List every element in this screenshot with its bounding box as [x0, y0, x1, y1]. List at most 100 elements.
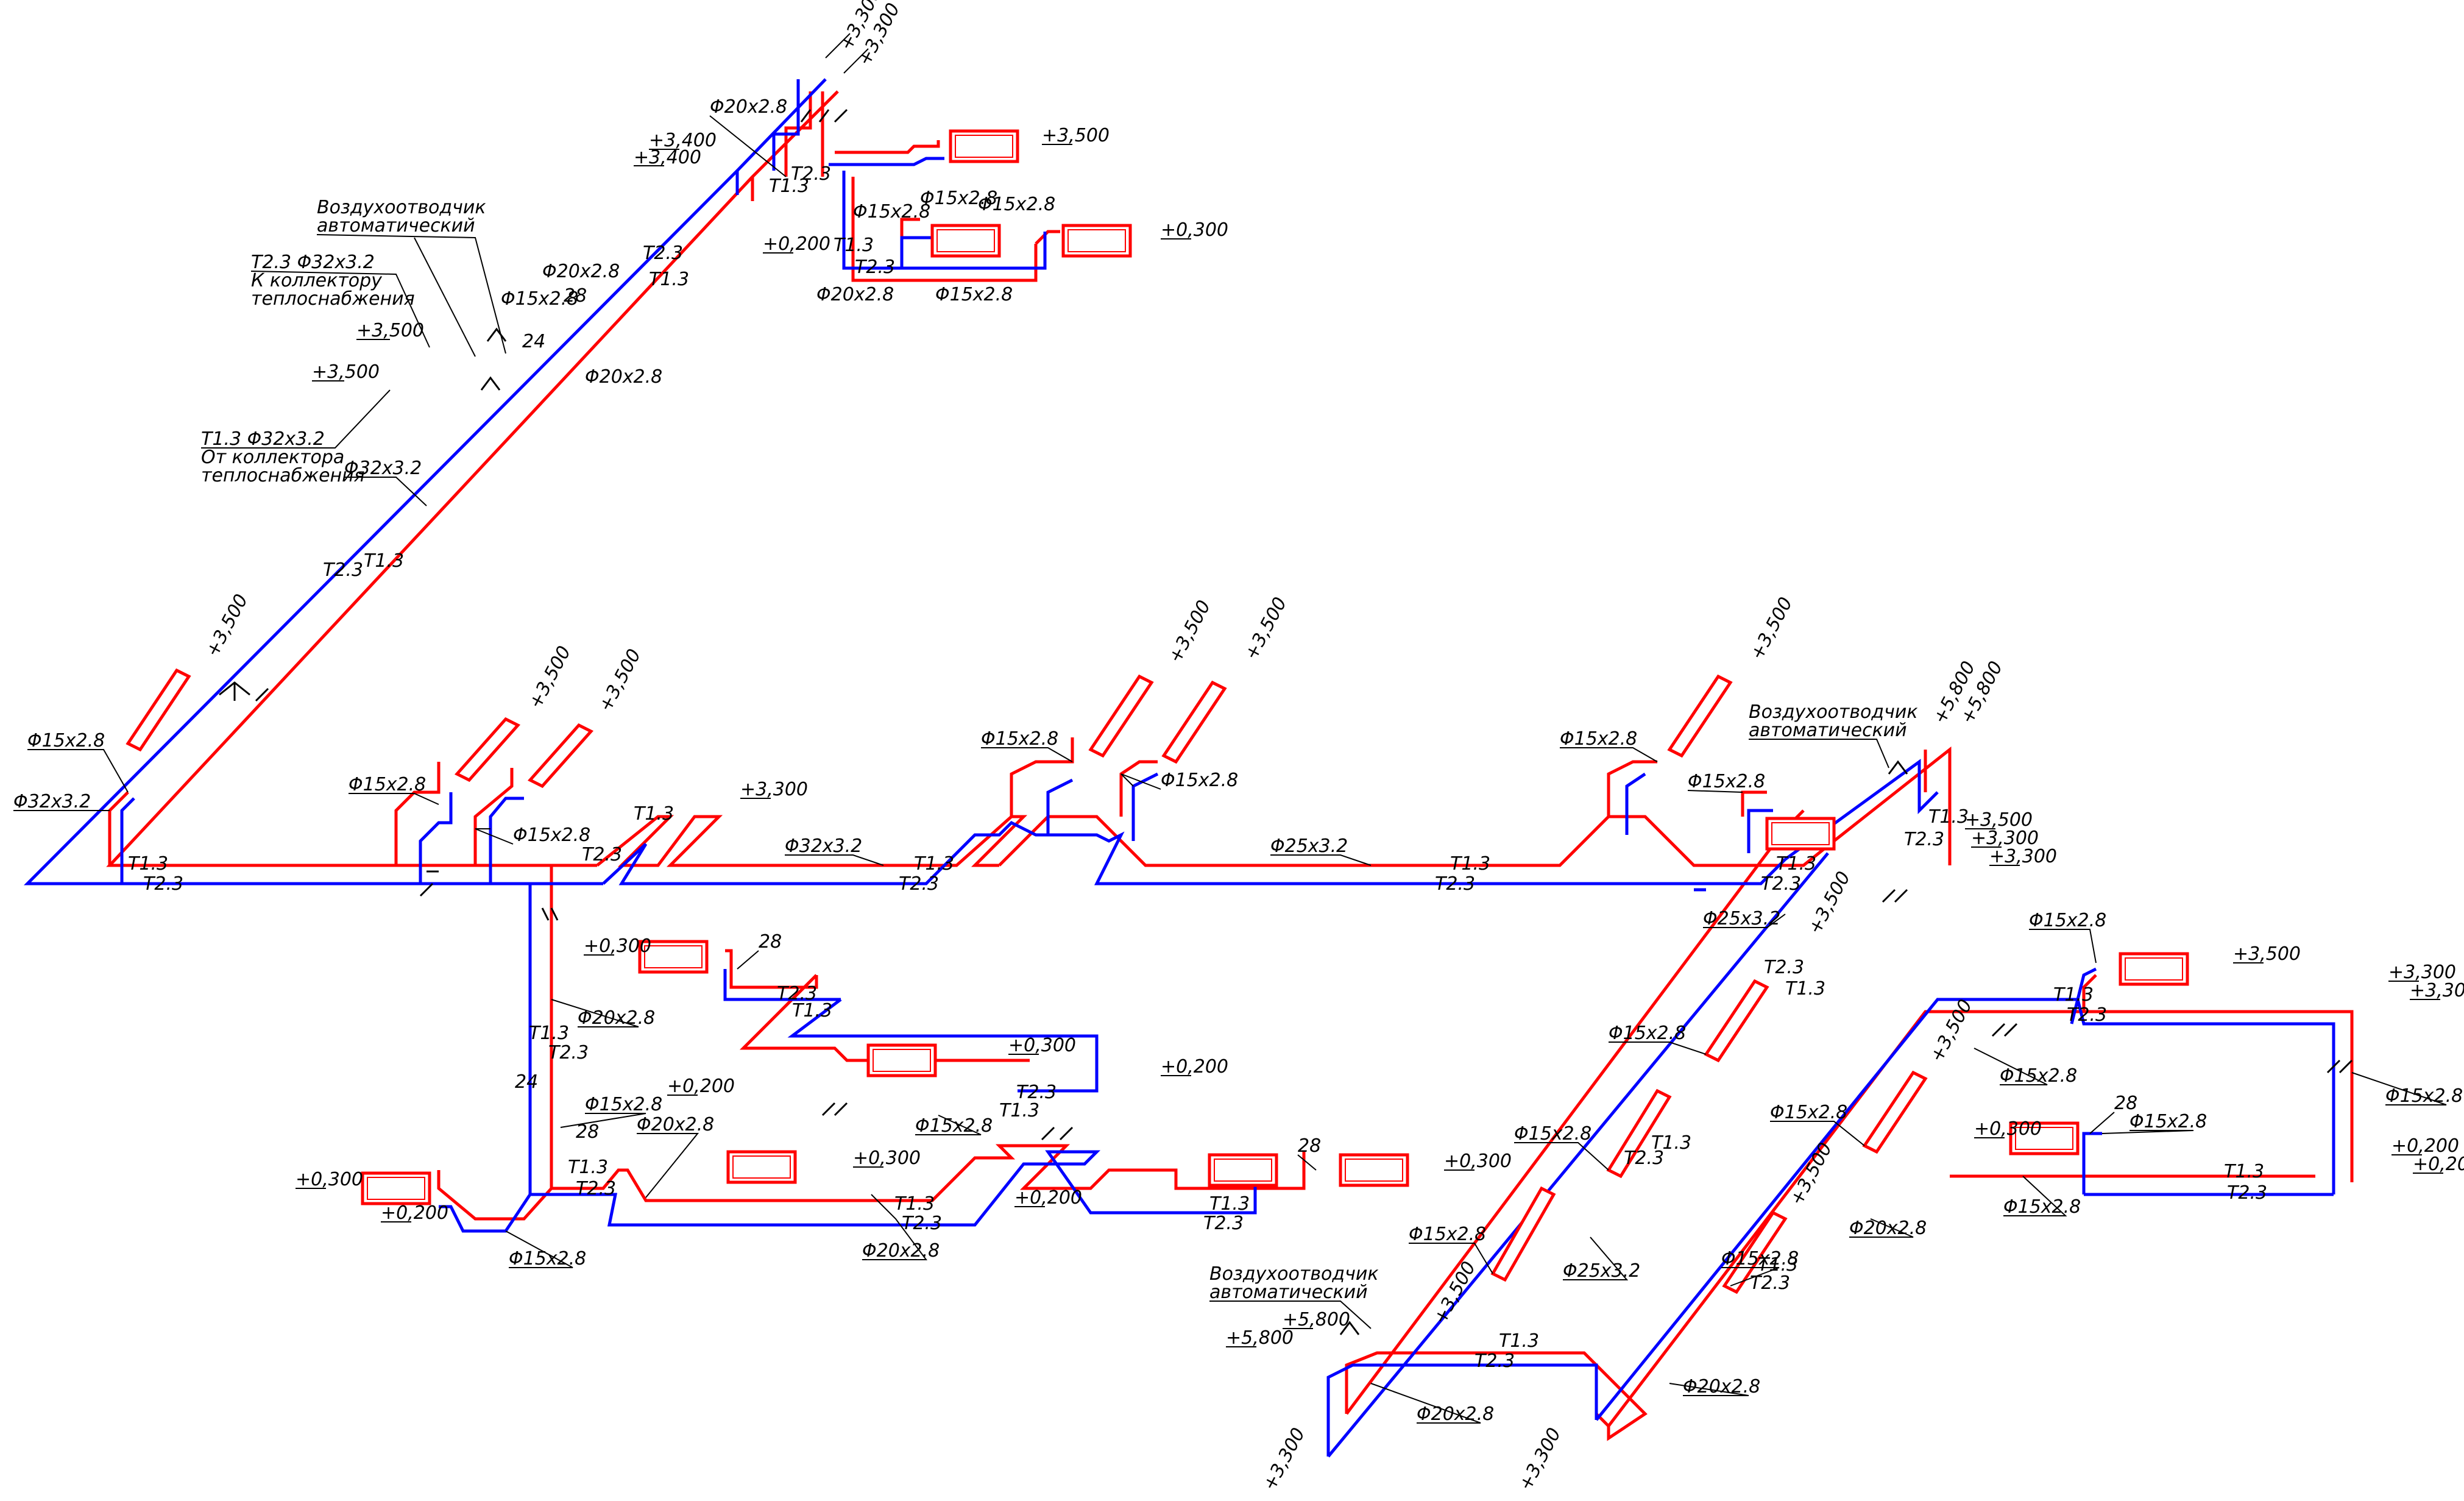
radiator-18 — [1606, 1088, 1672, 1179]
label-l32: Т1.3 Φ32x3.2 — [201, 428, 325, 450]
label-l10: автоматический — [317, 215, 475, 236]
label-l140: +0,300 — [1974, 1118, 2042, 1140]
label-l20: Т2.3 Φ32x3.2 — [251, 252, 375, 273]
radiator-4 — [126, 668, 191, 752]
label-l116: Воздухоотводчик — [1209, 1263, 1378, 1285]
label-l69: +3,500 — [1965, 809, 2033, 831]
radiator-11 — [638, 940, 709, 974]
leader-lines — [13, 33, 2447, 1424]
label-l62: автоматический — [1749, 720, 1907, 741]
label-l77: Т1.3 — [1785, 978, 1825, 999]
label-l125: +3,500 — [1786, 1139, 1836, 1208]
radiator-5 — [454, 717, 521, 782]
label-l91: Φ15x2.8 — [585, 1094, 662, 1115]
label-l68: Т2.3 — [1904, 829, 1944, 850]
label-l100: +0,300 — [853, 1148, 921, 1169]
label-l120: Т1.3 — [1499, 1330, 1539, 1352]
label-l92: +0,200 — [667, 1076, 735, 1097]
label-l72: Т1.3 — [1776, 853, 1816, 875]
label-l12: Φ15x2.8 — [853, 201, 930, 222]
label-l47: Т1.3 — [634, 803, 674, 825]
return-pipes — [23, 78, 2335, 1458]
radiator-2 — [930, 224, 1001, 258]
label-l83: Т1.3 — [529, 1023, 569, 1044]
label-l16: Т1.3 — [834, 235, 874, 256]
radiator-23 — [2009, 1121, 2080, 1155]
label-l127: Т1.3 — [1758, 1254, 1798, 1276]
label-l66: Φ15x2.8 — [1688, 771, 1765, 792]
label-l84: Т2.3 — [548, 1042, 589, 1063]
label-l80: Т2.3 — [777, 983, 817, 1004]
label-l137: Т2.3 — [2067, 1004, 2107, 1026]
label-l145: +0,200 — [2413, 1154, 2464, 1175]
radiator-22 — [2119, 952, 2189, 986]
label-l43: +3,500 — [525, 642, 575, 712]
label-l28: +3,500 — [356, 320, 424, 341]
label-l58: Т1.3 — [1450, 853, 1490, 875]
label-l110: Т1.3 — [1651, 1132, 1691, 1154]
label-l18: Т2.3 — [643, 243, 683, 264]
label-l119: +5,800 — [1226, 1327, 1294, 1349]
label-l103: Φ20x2.8 — [862, 1240, 940, 1261]
label-l96: Т2.3 — [576, 1178, 616, 1199]
label-l56: Φ15x2.8 — [1161, 770, 1238, 791]
label-l89: Φ15x2.8 — [915, 1115, 993, 1137]
label-l86: +0,200 — [1161, 1056, 1228, 1077]
label-l90: 24 — [515, 1071, 538, 1093]
label-l74: Φ25x3.2 — [1703, 908, 1780, 929]
label-l102: Т2.3 — [902, 1213, 942, 1234]
label-l123: +3,300 — [1259, 1424, 1309, 1494]
label-l117: автоматический — [1209, 1282, 1368, 1303]
label-l93: 28 — [576, 1121, 599, 1143]
label-l44: +3,500 — [595, 645, 645, 715]
label-l148: Φ15x2.8 — [2003, 1196, 2081, 1218]
label-l4: +3,400 — [649, 130, 717, 151]
label-l49: +3,300 — [740, 779, 808, 800]
label-l22: теплоснабжения — [251, 288, 415, 310]
label-l122: Φ20x2.8 — [1417, 1403, 1494, 1425]
label-l34: теплоснабжения — [201, 465, 365, 486]
label-l146: Т1.3 — [2224, 1161, 2264, 1182]
label-l112: Φ15x2.8 — [1514, 1123, 1591, 1144]
label-l141: 28 — [2114, 1093, 2137, 1114]
label-l31: +3,500 — [312, 361, 380, 383]
radiator-10 — [1765, 817, 1836, 851]
label-l79: 28 — [759, 931, 782, 953]
label-l24: Φ15x2.8 — [501, 288, 578, 310]
label-l6: Т2.3 — [791, 163, 831, 185]
radiator-12 — [866, 1043, 937, 1077]
label-l121: Т2.3 — [1475, 1350, 1515, 1372]
label-l147: Т2.3 — [2227, 1182, 2267, 1204]
radiators — [126, 129, 2189, 1294]
label-l98: +0,200 — [381, 1202, 448, 1224]
label-l50: Φ32x3.2 — [785, 836, 862, 857]
label-l39: Φ15x2.8 — [27, 730, 105, 751]
label-l70: +3,300 — [1971, 828, 2039, 849]
pipe-fittings — [219, 108, 2353, 1335]
label-l8: +3,500 — [1042, 125, 1110, 146]
label-l73: Т2.3 — [1761, 873, 1801, 895]
label-l142: Φ15x2.8 — [2129, 1111, 2207, 1132]
label-l52: Т2.3 — [899, 873, 939, 895]
radiator-21 — [1862, 1070, 1928, 1154]
label-l128: Т2.3 — [1750, 1272, 1790, 1294]
label-l25: 28 — [564, 285, 587, 307]
label-l57: Φ25x3.2 — [1270, 836, 1348, 857]
label-l95: Т1.3 — [568, 1157, 608, 1178]
label-l35: Φ32x3.2 — [344, 458, 422, 479]
label-l54: +3,500 — [1241, 594, 1291, 663]
radiator-8 — [1161, 680, 1227, 764]
label-l53: +3,500 — [1164, 597, 1215, 666]
label-l36: Т1.3 — [364, 550, 404, 572]
radiator-19 — [1490, 1186, 1556, 1282]
radiator-6 — [527, 723, 594, 789]
label-l126: Φ15x2.8 — [1721, 1248, 1799, 1269]
label-l107: Т1.3 — [1209, 1193, 1250, 1215]
label-l131: Φ15x2.8 — [1770, 1102, 1847, 1123]
label-l61: Воздухоотводчик — [1749, 701, 1917, 723]
label-l101: Т1.3 — [894, 1193, 935, 1215]
label-l71: +3,300 — [1989, 846, 2057, 867]
label-l85: +0,300 — [1008, 1035, 1076, 1056]
radiator-1 — [949, 129, 1019, 163]
label-l135: +3,500 — [2233, 943, 2301, 965]
